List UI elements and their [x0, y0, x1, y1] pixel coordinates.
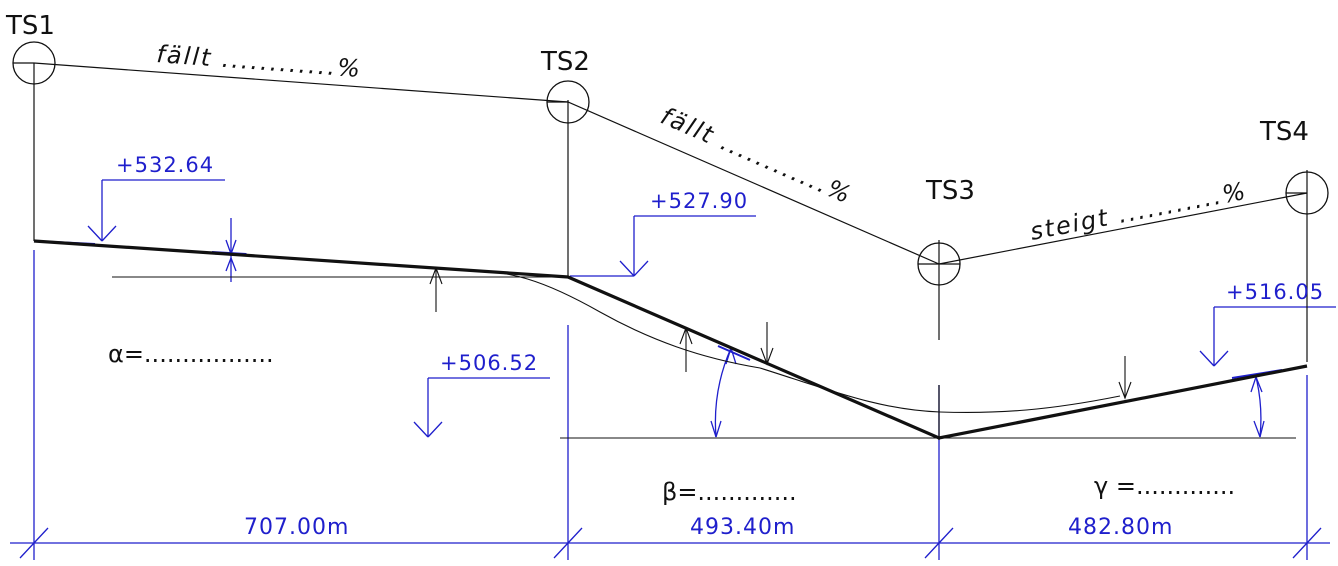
dimension-label-2: 493.40m [690, 515, 795, 540]
gap-arrow [230, 257, 237, 272]
station-label-ts3: TS3 [925, 176, 975, 206]
elevation-arrow [1199, 350, 1215, 367]
curve-line-1 [469, 269, 761, 369]
angle-arrow [1259, 420, 1265, 438]
station-label-ts1: TS1 [5, 11, 55, 41]
elevation-label-2: +527.90 [650, 189, 748, 213]
tangent-highlight [717, 345, 751, 361]
curve-line-2 [759, 367, 1121, 414]
elevation-label-4: +516.05 [1226, 280, 1324, 304]
angle-arrow [710, 420, 717, 438]
elevation-label-3: +506.52 [440, 351, 538, 375]
hollow-arrow [760, 322, 774, 366]
upper-profile-line [33, 62, 1308, 265]
gap-arrow [225, 257, 232, 272]
drawing-layer [12, 41, 1329, 440]
dimension-tick [1292, 527, 1322, 559]
elevation-label-1: +532.64 [116, 153, 214, 177]
hollow-arrow [679, 326, 693, 372]
dimension-layer [10, 179, 1336, 560]
dimension-label-1: 707.00m [244, 515, 349, 540]
dimension-tick [19, 527, 49, 559]
elevation-arrow [427, 421, 443, 438]
dimension-tick [924, 527, 954, 559]
slope-label-3: steigt ...........% [1028, 177, 1250, 246]
elevation-arrow [87, 225, 103, 242]
angle-label-gamma: γ =............. [1094, 472, 1235, 500]
dimension-tick [553, 527, 583, 559]
elevation-arrow [413, 421, 429, 438]
angle-label-alpha: α=................. [108, 340, 274, 368]
angle-label-beta: β=............. [662, 478, 797, 506]
angle-arrow [730, 347, 737, 365]
dimension-label-3: 482.80m [1068, 515, 1173, 540]
station-label-ts4: TS4 [1259, 117, 1309, 147]
ground-profile-line [33, 239, 1308, 440]
slope-label-1: fällt ............% [156, 40, 363, 83]
elevation-arrow [101, 225, 117, 242]
elevation-arrow [633, 260, 649, 277]
angle-arrow [1250, 376, 1257, 393]
hollow-arrow [429, 266, 443, 312]
angle-arrow [1253, 420, 1261, 438]
elevation-arrow [1213, 350, 1229, 367]
hollow-arrow [1118, 356, 1132, 400]
gap-arrow [230, 239, 237, 255]
angle-arrow [1255, 376, 1263, 393]
elevation-arrow [619, 260, 635, 277]
gap-arrow [225, 239, 232, 255]
station-label-ts2: TS2 [540, 47, 590, 77]
angle-arrow [715, 420, 722, 438]
angle-arc-beta [714, 347, 732, 438]
label-layer: TS1 TS2 TS3 TS4 fällt ............% fäll… [5, 11, 1324, 540]
